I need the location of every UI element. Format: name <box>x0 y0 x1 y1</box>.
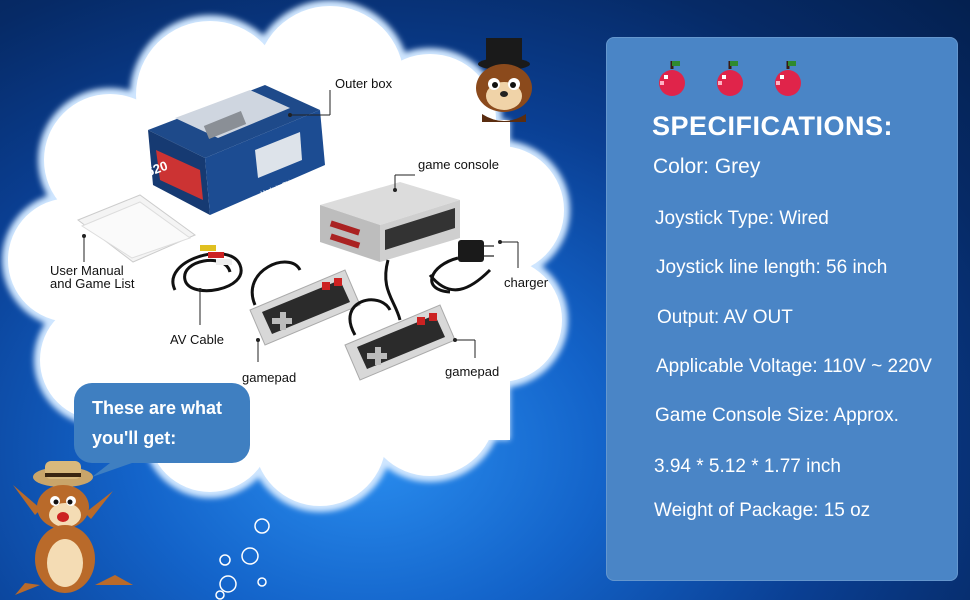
cherry-icon <box>775 61 801 96</box>
specifications-panel: SPECIFICATIONS: Color: Grey Joystick Typ… <box>606 37 958 581</box>
spec-output: Output: AV OUT <box>657 307 793 328</box>
speech-line-2: you'll get: <box>92 428 177 448</box>
label-gamepad-right: gamepad <box>445 364 500 379</box>
product-illustration: 620 Made in China <box>76 85 519 381</box>
label-outer-box: Outer box <box>335 76 393 91</box>
cherry-icons <box>654 59 806 97</box>
label-user-manual-line2: and Game List <box>50 276 135 291</box>
box-number: 620 <box>144 158 170 180</box>
cherry-icon <box>717 61 743 96</box>
spec-voltage: Applicable Voltage: 110V ~ 220V <box>656 356 932 377</box>
label-gamepad-left: gamepad <box>242 370 297 385</box>
chipmunk-safari-hat-mascot <box>13 461 133 595</box>
chipmunk-top-hat-mascot <box>476 38 532 122</box>
user-manual <box>76 194 197 263</box>
speech-line-1: These are what <box>92 398 223 418</box>
gamepad-right <box>344 298 456 381</box>
speech-bubble <box>74 383 250 477</box>
gamepad-left <box>249 260 361 346</box>
cherry-icon <box>659 61 685 96</box>
label-charger: charger <box>504 275 549 290</box>
av-cable <box>171 245 243 293</box>
spec-joystick-type: Joystick Type: Wired <box>655 208 829 229</box>
spec-console-size: Game Console Size: Approx. <box>655 405 899 426</box>
label-av-cable: AV Cable <box>170 332 224 347</box>
outer-box <box>148 85 325 215</box>
charger <box>430 240 494 294</box>
spec-weight: Weight of Package: 15 oz <box>654 500 871 521</box>
spec-color: Color: Grey <box>653 155 761 178</box>
label-game-console: game console <box>418 157 499 172</box>
specifications-title: SPECIFICATIONS: <box>652 111 894 141</box>
game-console <box>320 182 460 262</box>
air-bubbles <box>215 518 270 600</box>
label-user-manual-line1: User Manual <box>50 263 124 278</box>
spec-joystick-length: Joystick line length: 56 inch <box>656 257 888 278</box>
spec-console-dimensions: 3.94 * 5.12 * 1.77 inch <box>654 456 841 477</box>
